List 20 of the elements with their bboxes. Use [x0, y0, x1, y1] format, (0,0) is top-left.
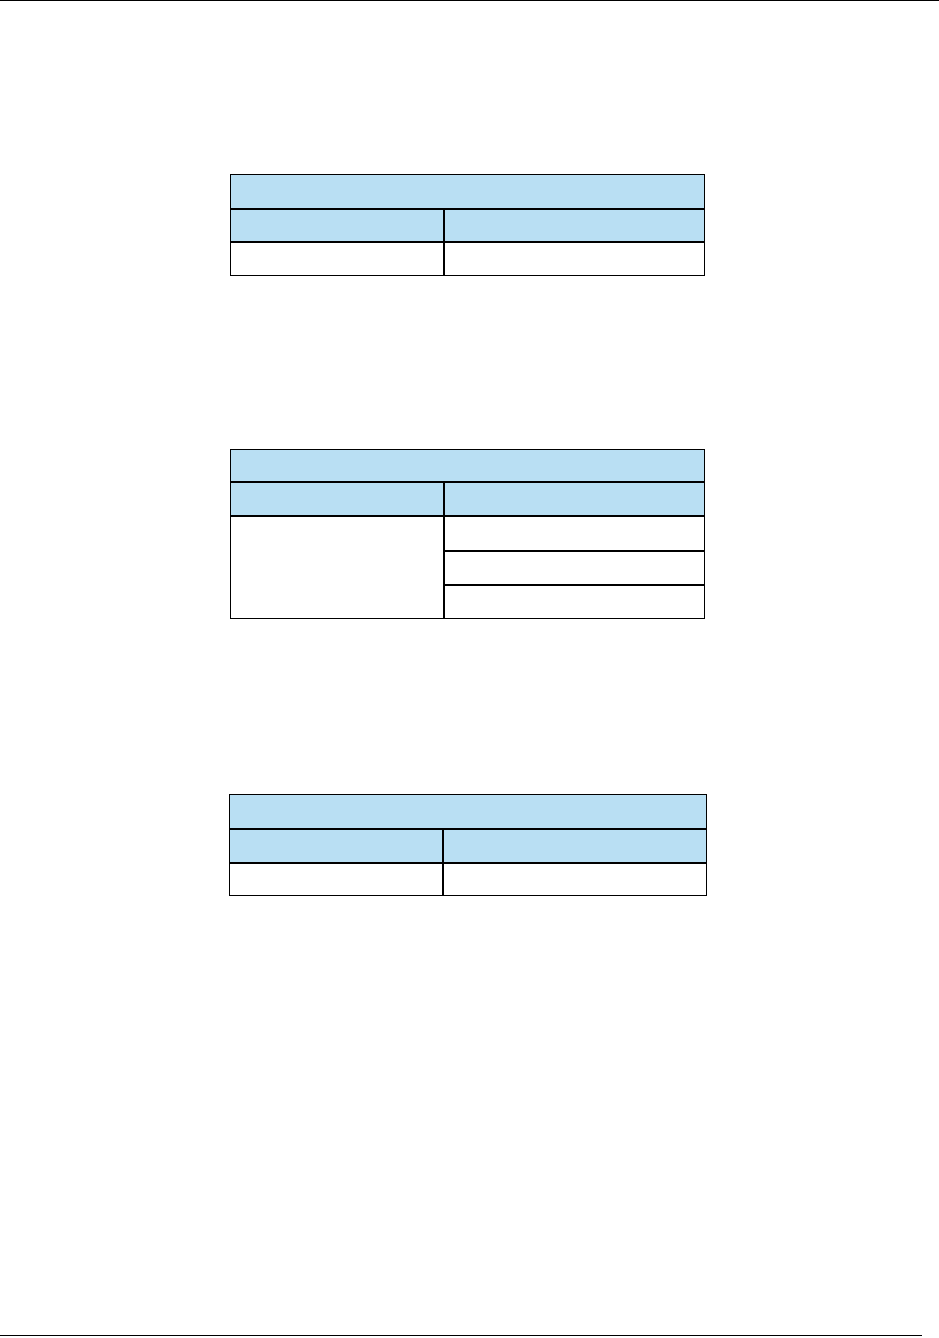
table-header-cell	[229, 208, 444, 242]
table-header-cell	[443, 208, 705, 242]
table-header-cell	[229, 481, 444, 516]
table-cell	[442, 862, 707, 896]
table-cell	[443, 515, 705, 551]
table-header-cell	[228, 793, 707, 829]
table-header-cell	[229, 173, 705, 209]
table-header-cell	[229, 448, 705, 482]
table-header-cell	[228, 828, 443, 863]
table-cell	[229, 241, 444, 276]
table-frame	[230, 174, 705, 276]
table-header-cell	[442, 828, 707, 863]
table-cell	[443, 584, 705, 619]
table-cell	[228, 862, 443, 896]
table-cell	[443, 241, 705, 276]
table-frame	[229, 794, 707, 896]
table-cell	[229, 515, 444, 619]
table-frame	[230, 449, 705, 619]
table-header-cell	[443, 481, 705, 516]
table-cell	[443, 550, 705, 585]
